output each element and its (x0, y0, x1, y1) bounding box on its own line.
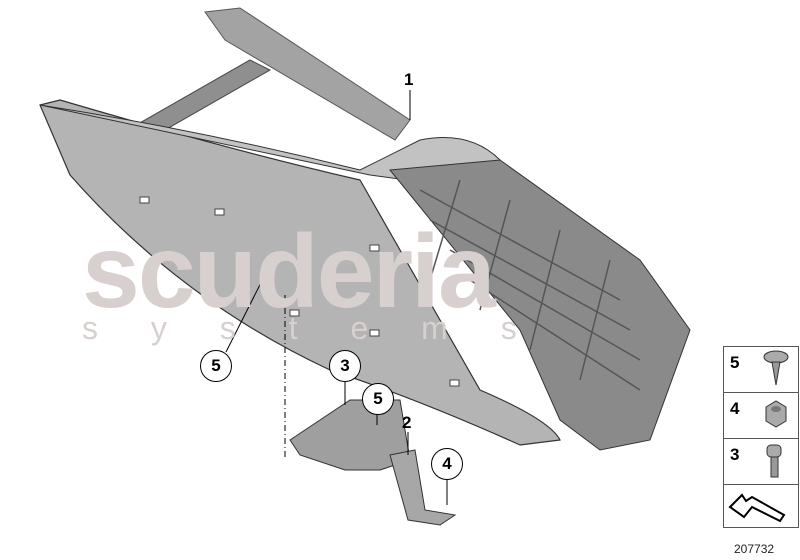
legend-row (724, 485, 798, 527)
hex-collar-nut-icon (765, 400, 787, 428)
legend-number: 5 (730, 353, 740, 372)
panel-holes (139, 196, 460, 387)
legend-row: 3 (724, 439, 798, 485)
console-side-panel (39, 99, 561, 446)
legend-row: 4 (724, 393, 798, 439)
callout-part-3: 3 (329, 350, 361, 382)
watermark-sub: s y s t e m s (82, 310, 539, 346)
leader-lines (225, 90, 448, 505)
console-grid-frame (389, 159, 691, 451)
direction-arrow-icon (728, 493, 786, 523)
bracket-leg (389, 449, 457, 526)
legend-number: 4 (730, 399, 740, 418)
callout-part-4: 4 (431, 448, 463, 480)
fastener-legend: 5 4 3 (723, 346, 799, 528)
screw-with-washer-icon (763, 350, 789, 386)
console-rear-frame (204, 7, 411, 141)
console-top-surface (39, 104, 501, 191)
legend-row: 5 (724, 347, 798, 393)
diagram-number: 207732 (734, 542, 775, 556)
callout-part-1: 1 (404, 70, 414, 89)
callout-part-5: 5 (200, 350, 232, 382)
legend-number: 3 (730, 445, 740, 464)
callout-part-2: 2 (402, 413, 412, 432)
torx-bolt-icon (766, 444, 782, 478)
grid-ribs (419, 179, 641, 391)
watermark-brand: scuderia (82, 214, 496, 330)
callout-part-5: 5 (362, 383, 394, 415)
